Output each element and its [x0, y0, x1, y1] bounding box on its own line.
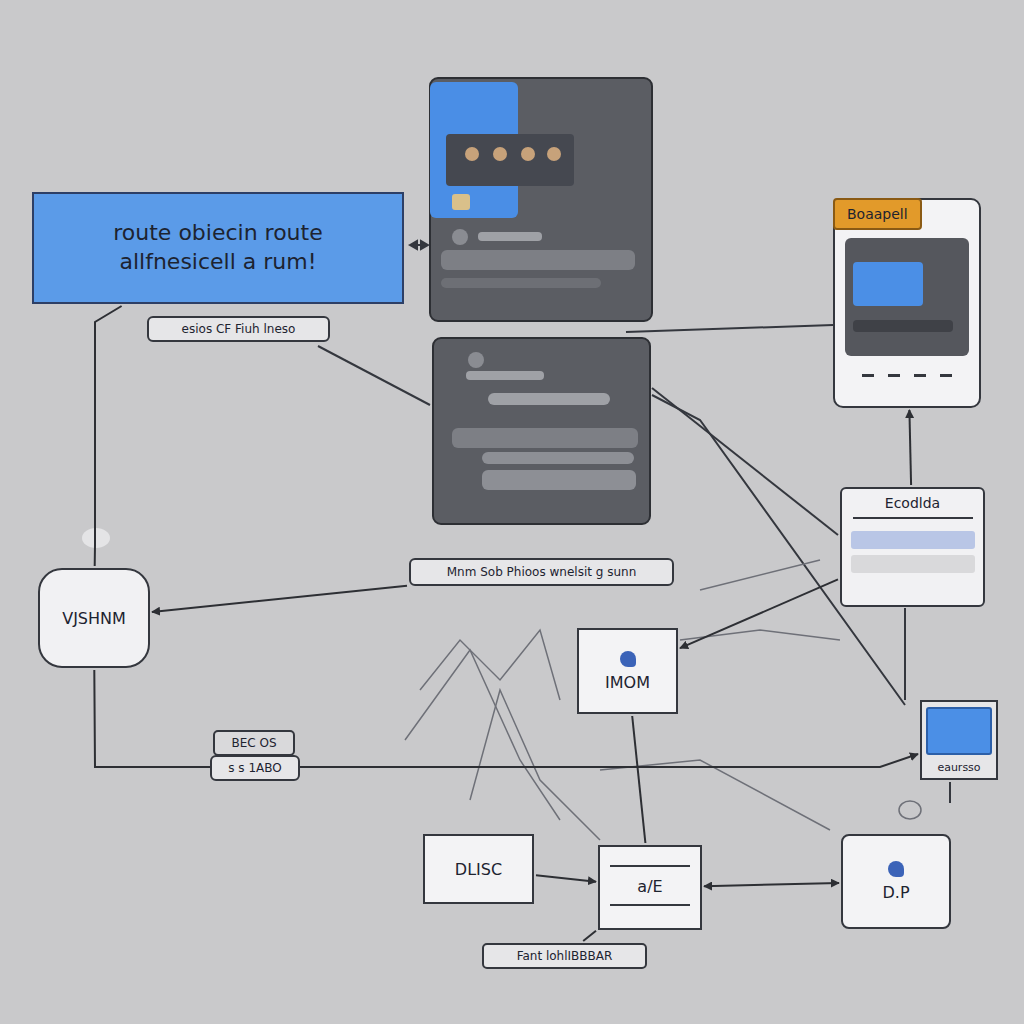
panel-dot: [493, 147, 507, 161]
middle-panel: [433, 338, 650, 524]
node-text: esios CF Fiuh lneso: [182, 322, 296, 336]
panel-tab: [430, 82, 518, 218]
form-field: [851, 531, 975, 549]
rounded-box: VJSHNM: [38, 568, 150, 668]
form-rule: [853, 517, 973, 519]
panel-bar: [452, 428, 638, 448]
panel-bar: [478, 232, 542, 241]
process-box: D.P: [841, 834, 951, 929]
node-icon: [620, 651, 636, 667]
toolbar-mark: [914, 366, 926, 377]
picture-icon: [926, 707, 992, 755]
node-text: Fant lohlIBBBAR: [517, 949, 613, 963]
node-text: VJSHNM: [62, 609, 126, 628]
panel-dot: [452, 229, 468, 245]
process-box: IMOM: [577, 628, 678, 714]
panel-icon: [452, 194, 470, 210]
panel-link: [626, 325, 833, 332]
scribble-lines: [405, 560, 840, 840]
process-box: a/E: [598, 845, 702, 930]
panel-bar: [466, 371, 544, 380]
screen-bar: [853, 320, 953, 332]
connector: [704, 883, 839, 886]
right-stem: [904, 608, 906, 700]
form-field: [851, 555, 975, 573]
node-text: s s 1ABO: [228, 761, 281, 775]
form-box: Ecodlda: [840, 487, 985, 607]
sketch-stroke: [700, 560, 820, 590]
node-text: DLISC: [455, 860, 502, 879]
panel-chip: [446, 134, 574, 186]
panel-dot: [468, 352, 484, 368]
card-box: Boaapell: [833, 198, 981, 408]
junction-dot: [899, 801, 921, 819]
label-box: Fant lohlIBBBAR: [482, 943, 647, 969]
icon-card: eaursso: [920, 700, 998, 780]
connector: [152, 586, 407, 612]
toolbar-mark: [862, 366, 874, 377]
panel-bar: [482, 452, 634, 464]
connector: [680, 579, 838, 648]
connector: [95, 306, 122, 566]
sketch-stroke: [600, 760, 830, 830]
panel-dot: [547, 147, 561, 161]
connector: [94, 670, 918, 767]
label-link: [318, 346, 430, 405]
card-screen: [845, 238, 969, 356]
arrow-head: [410, 241, 428, 249]
panel-bar: [441, 250, 635, 270]
panel-frame: [433, 338, 650, 524]
process-box: DLISC: [423, 834, 534, 904]
node-text: Ecodlda: [885, 495, 940, 511]
screen-block: [853, 262, 923, 306]
panel-dot: [465, 147, 479, 161]
sketch-stroke: [405, 650, 560, 820]
box-rule: [610, 865, 690, 867]
icon-stem: [949, 782, 951, 803]
toolbar-mark: [940, 366, 952, 377]
top-panel: [430, 78, 652, 321]
card-header: Boaapell: [833, 198, 922, 230]
connector: [632, 716, 645, 843]
panel-dot: [521, 147, 535, 161]
label-box: Mnm Sob Phioos wnelsit g sunn: [409, 558, 674, 586]
connector: [583, 931, 596, 941]
connector: [909, 410, 911, 485]
label-box: BEC OS: [213, 730, 295, 756]
node-text: Boaapell: [847, 206, 908, 222]
panel-bar: [441, 278, 601, 288]
panel-bar: [488, 393, 610, 405]
box-rule: [610, 904, 690, 906]
node-text: a/E: [637, 877, 662, 896]
panel-frame: [430, 78, 652, 321]
connector: [536, 875, 596, 882]
label-box: s s 1ABO: [210, 755, 300, 781]
node-text: Mnm Sob Phioos wnelsit g sunn: [447, 565, 637, 579]
node-text: BEC OS: [231, 736, 276, 750]
toolbar-mark: [888, 366, 900, 377]
node-text: eaursso: [937, 761, 980, 774]
node-text: route obiecin route allfnesicell a rum!: [52, 219, 384, 276]
node-icon: [888, 861, 904, 877]
label-box: esios CF Fiuh lneso: [147, 316, 330, 342]
panel-bar: [482, 470, 636, 490]
card-toolbar: [862, 366, 952, 377]
title-box: route obiecin route allfnesicell a rum!: [32, 192, 404, 304]
node-text: D.P: [882, 883, 909, 902]
node-text: IMOM: [605, 673, 650, 692]
